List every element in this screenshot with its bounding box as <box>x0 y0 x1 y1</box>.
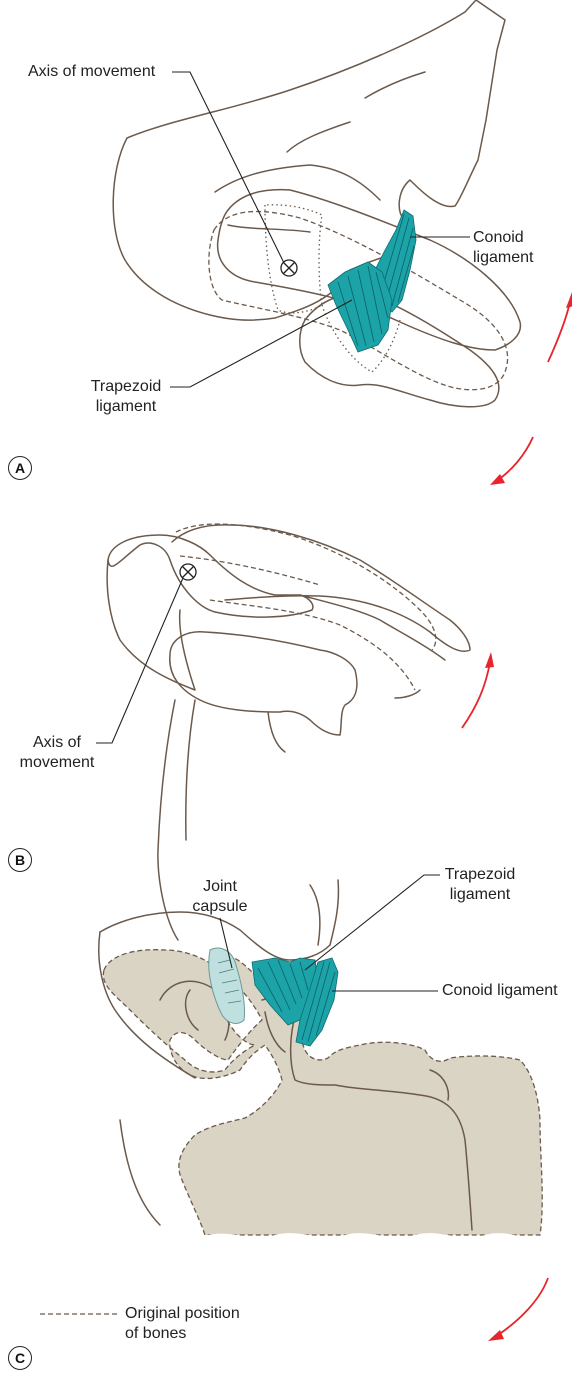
panel-a-coracoid <box>300 294 499 407</box>
panel-a-conoid-label: Conoid ligament <box>473 228 533 268</box>
panel-a-axis-leader <box>172 72 284 263</box>
panel-c-capsule-label: Joint capsule <box>182 877 258 917</box>
panel-c-trapezoid-leader <box>305 875 440 970</box>
legend-label: Original position of bones <box>125 1304 240 1344</box>
panel-c-downward-arrow <box>488 1278 548 1341</box>
panel-c-conoid-label: Conoid ligament <box>442 981 558 1001</box>
panel-a-acromion <box>113 0 505 320</box>
panel-a-drawing <box>113 0 520 407</box>
panel-b-acromion <box>108 535 313 617</box>
panel-c-drawing <box>99 880 545 1245</box>
panel-b-upward-arrow <box>462 652 494 728</box>
panel-a-trapezoid-label: Trapezoid ligament <box>82 377 170 417</box>
panel-a-upward-arrow <box>548 292 572 362</box>
panel-b-clavicle-original <box>176 524 436 650</box>
panel-a-badge: A <box>8 456 32 480</box>
panel-b-axis-label: Axis of movement <box>18 733 96 773</box>
panel-b-coracoid <box>170 632 357 735</box>
panel-a-axis-label: Axis of movement <box>28 62 155 82</box>
panel-a-downward-arrow <box>490 437 533 485</box>
panel-b-drawing <box>107 524 470 940</box>
panel-a-trapezoid-leader <box>170 300 352 387</box>
panel-c-badge: C <box>8 1346 32 1370</box>
panel-a-trapezoid-ligament <box>328 262 392 352</box>
panel-c-trapezoid-label: Trapezoid ligament <box>440 865 520 905</box>
panel-b-badge: B <box>8 848 32 872</box>
